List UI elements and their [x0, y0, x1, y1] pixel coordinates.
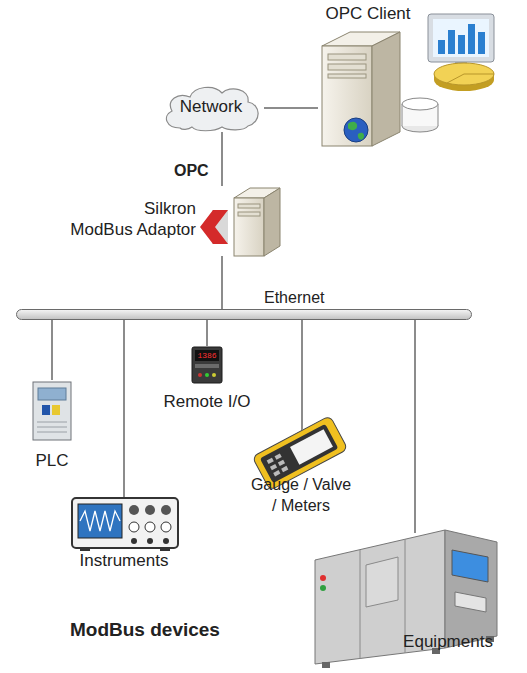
instruments-node: Instruments [66, 497, 182, 573]
connector-line [221, 132, 223, 186]
adaptor-icon [200, 188, 280, 256]
node-label: Instruments [66, 551, 182, 571]
connector-line [301, 320, 303, 430]
plc-node: PLC [26, 380, 78, 470]
display-digits: 1386 [195, 351, 219, 360]
node-label: PLC [26, 451, 78, 471]
node-label: Network [158, 97, 264, 117]
connector-line [414, 320, 416, 533]
node-label: OPC Client [318, 4, 418, 24]
plc-icon [33, 382, 71, 440]
node-label: Remote I/O [150, 392, 264, 412]
ethernet-bus: Ethernet [16, 309, 472, 320]
equipment-node: Equipments [305, 533, 515, 658]
node-label: Gauge / Valve / Meters [248, 474, 354, 516]
opc-client-node: OPC Client [318, 4, 418, 150]
chart-icon [428, 14, 494, 91]
network-cloud: Network [158, 82, 264, 132]
remote-io-icon [192, 347, 222, 383]
server-icon [322, 32, 438, 146]
edge-label: OPC [174, 161, 209, 180]
connector-line [123, 320, 125, 497]
adaptor-node: Silkron ModBus Adaptor [40, 186, 280, 256]
connector-line [51, 320, 53, 380]
connector-line [221, 256, 223, 309]
connector-line [264, 107, 318, 109]
group-caption: ModBus devices [70, 618, 220, 641]
connector-line [206, 320, 208, 346]
node-label: Ethernet [264, 288, 324, 307]
node-label: Equipments [393, 632, 503, 652]
instrument-icon [72, 498, 178, 551]
meter-node: Gauge / Valve / Meters [246, 430, 356, 518]
node-label: Silkron ModBus Adaptor [40, 198, 196, 240]
